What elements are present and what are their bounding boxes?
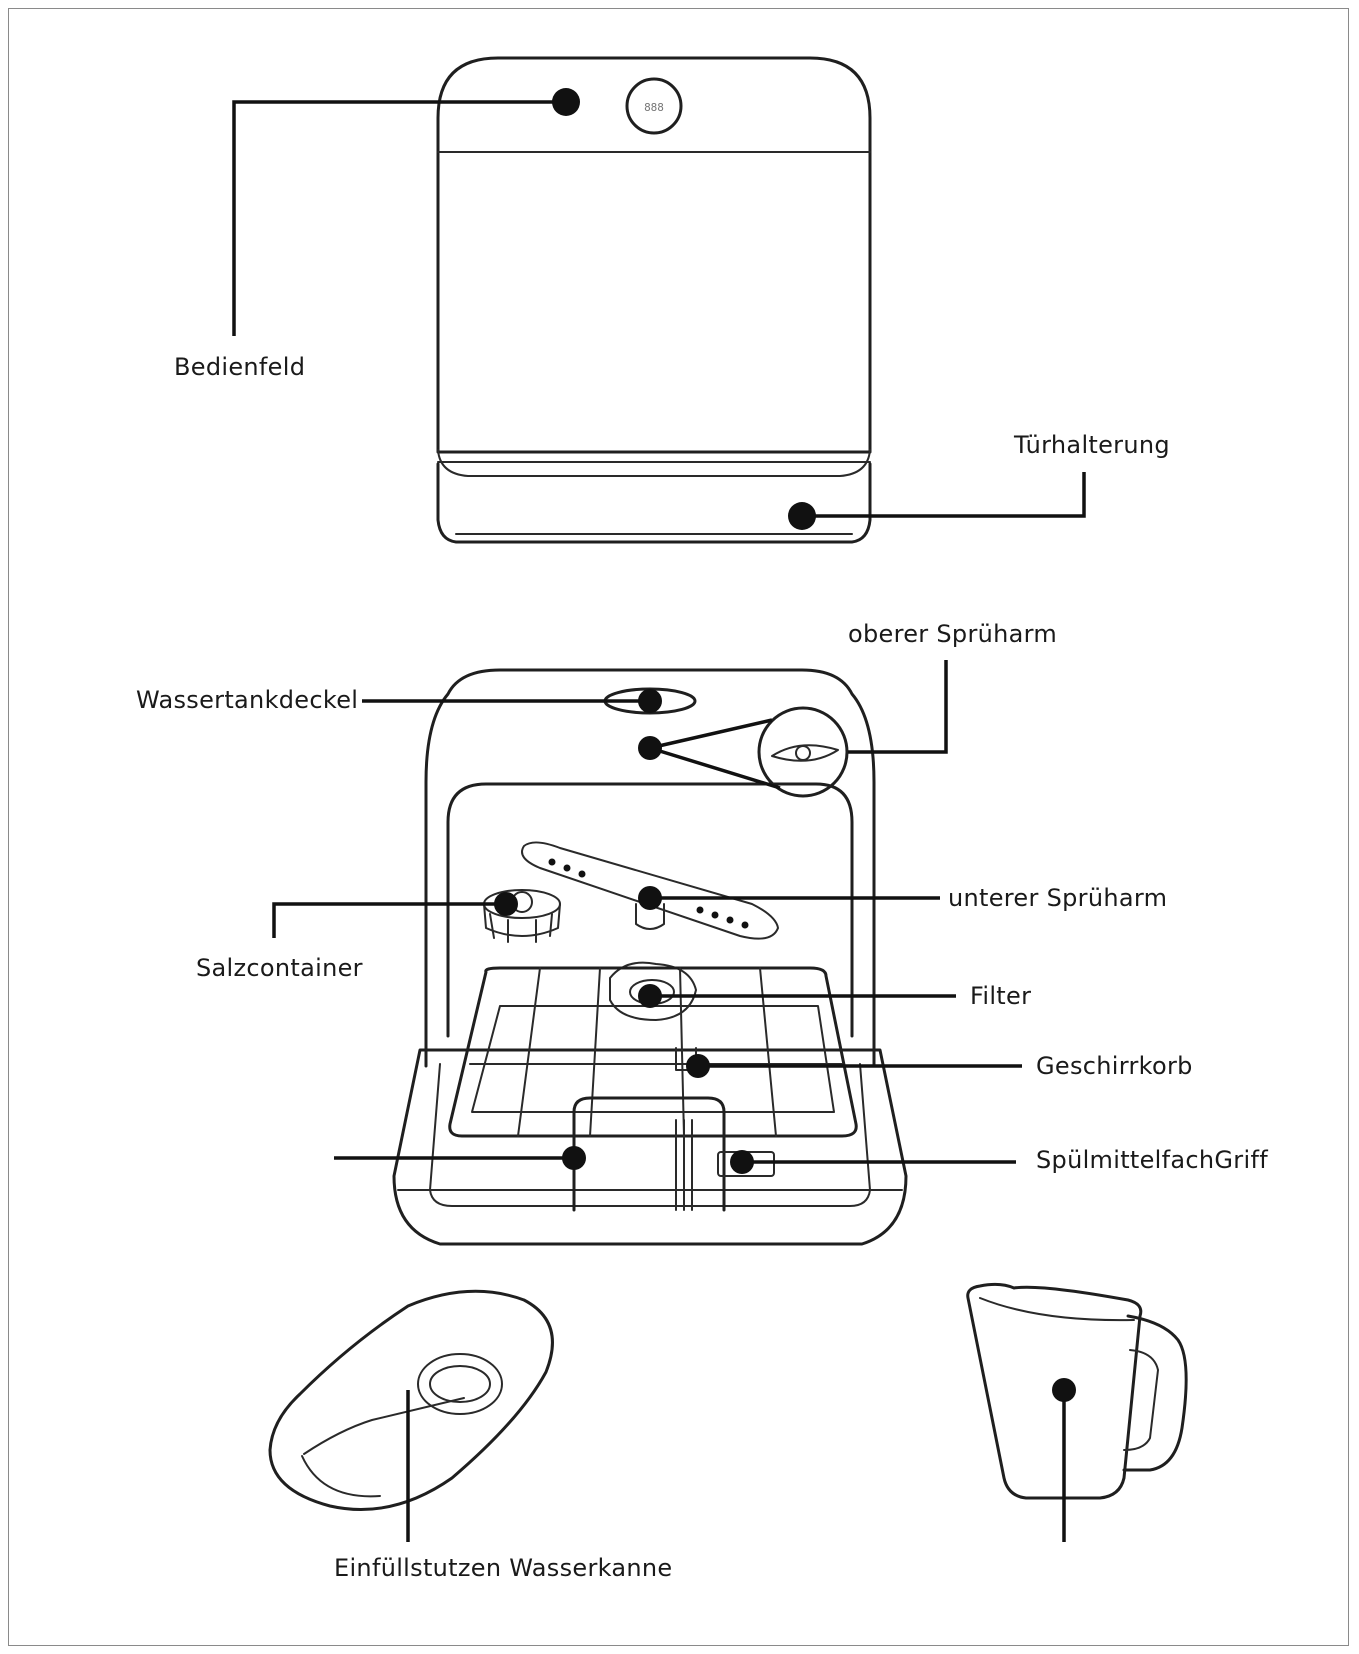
upper-spray-arm-icon [649, 706, 849, 798]
label-dish-rack: Geschirrkorb [1036, 1052, 1193, 1080]
dishwasher-open [392, 668, 908, 1246]
label-filter: Filter [970, 982, 1032, 1010]
display-icon: 888 [625, 77, 683, 135]
lower-spray-arm-icon [521, 841, 779, 940]
svg-text:888: 888 [644, 101, 664, 114]
salt-container-icon [483, 889, 561, 943]
label-lower-spray-arm: unterer Sprüharm [948, 884, 1168, 912]
water-jug-icon [966, 1282, 1188, 1500]
filler-spout-icon [268, 1289, 554, 1511]
leader-lines [232, 88, 1086, 1542]
label-water-tank-lid: Wassertankdeckel [136, 686, 359, 714]
label-detergent-handle: SpülmittelfachGriff [1036, 1146, 1268, 1174]
dish-rack-icon [448, 966, 858, 1212]
diagram-frame [8, 8, 1349, 1646]
label-control-panel: Bedienfeld [174, 353, 306, 381]
label-filler-jug: Einfüllstutzen Wasserkanne [334, 1554, 673, 1582]
label-door-holder: Türhalterung [1014, 431, 1170, 459]
label-upper-spray-arm: oberer Sprüharm [848, 620, 1058, 648]
dishwasher-closed: 888 [436, 56, 872, 544]
label-salt-container: Salzcontainer [196, 954, 363, 982]
